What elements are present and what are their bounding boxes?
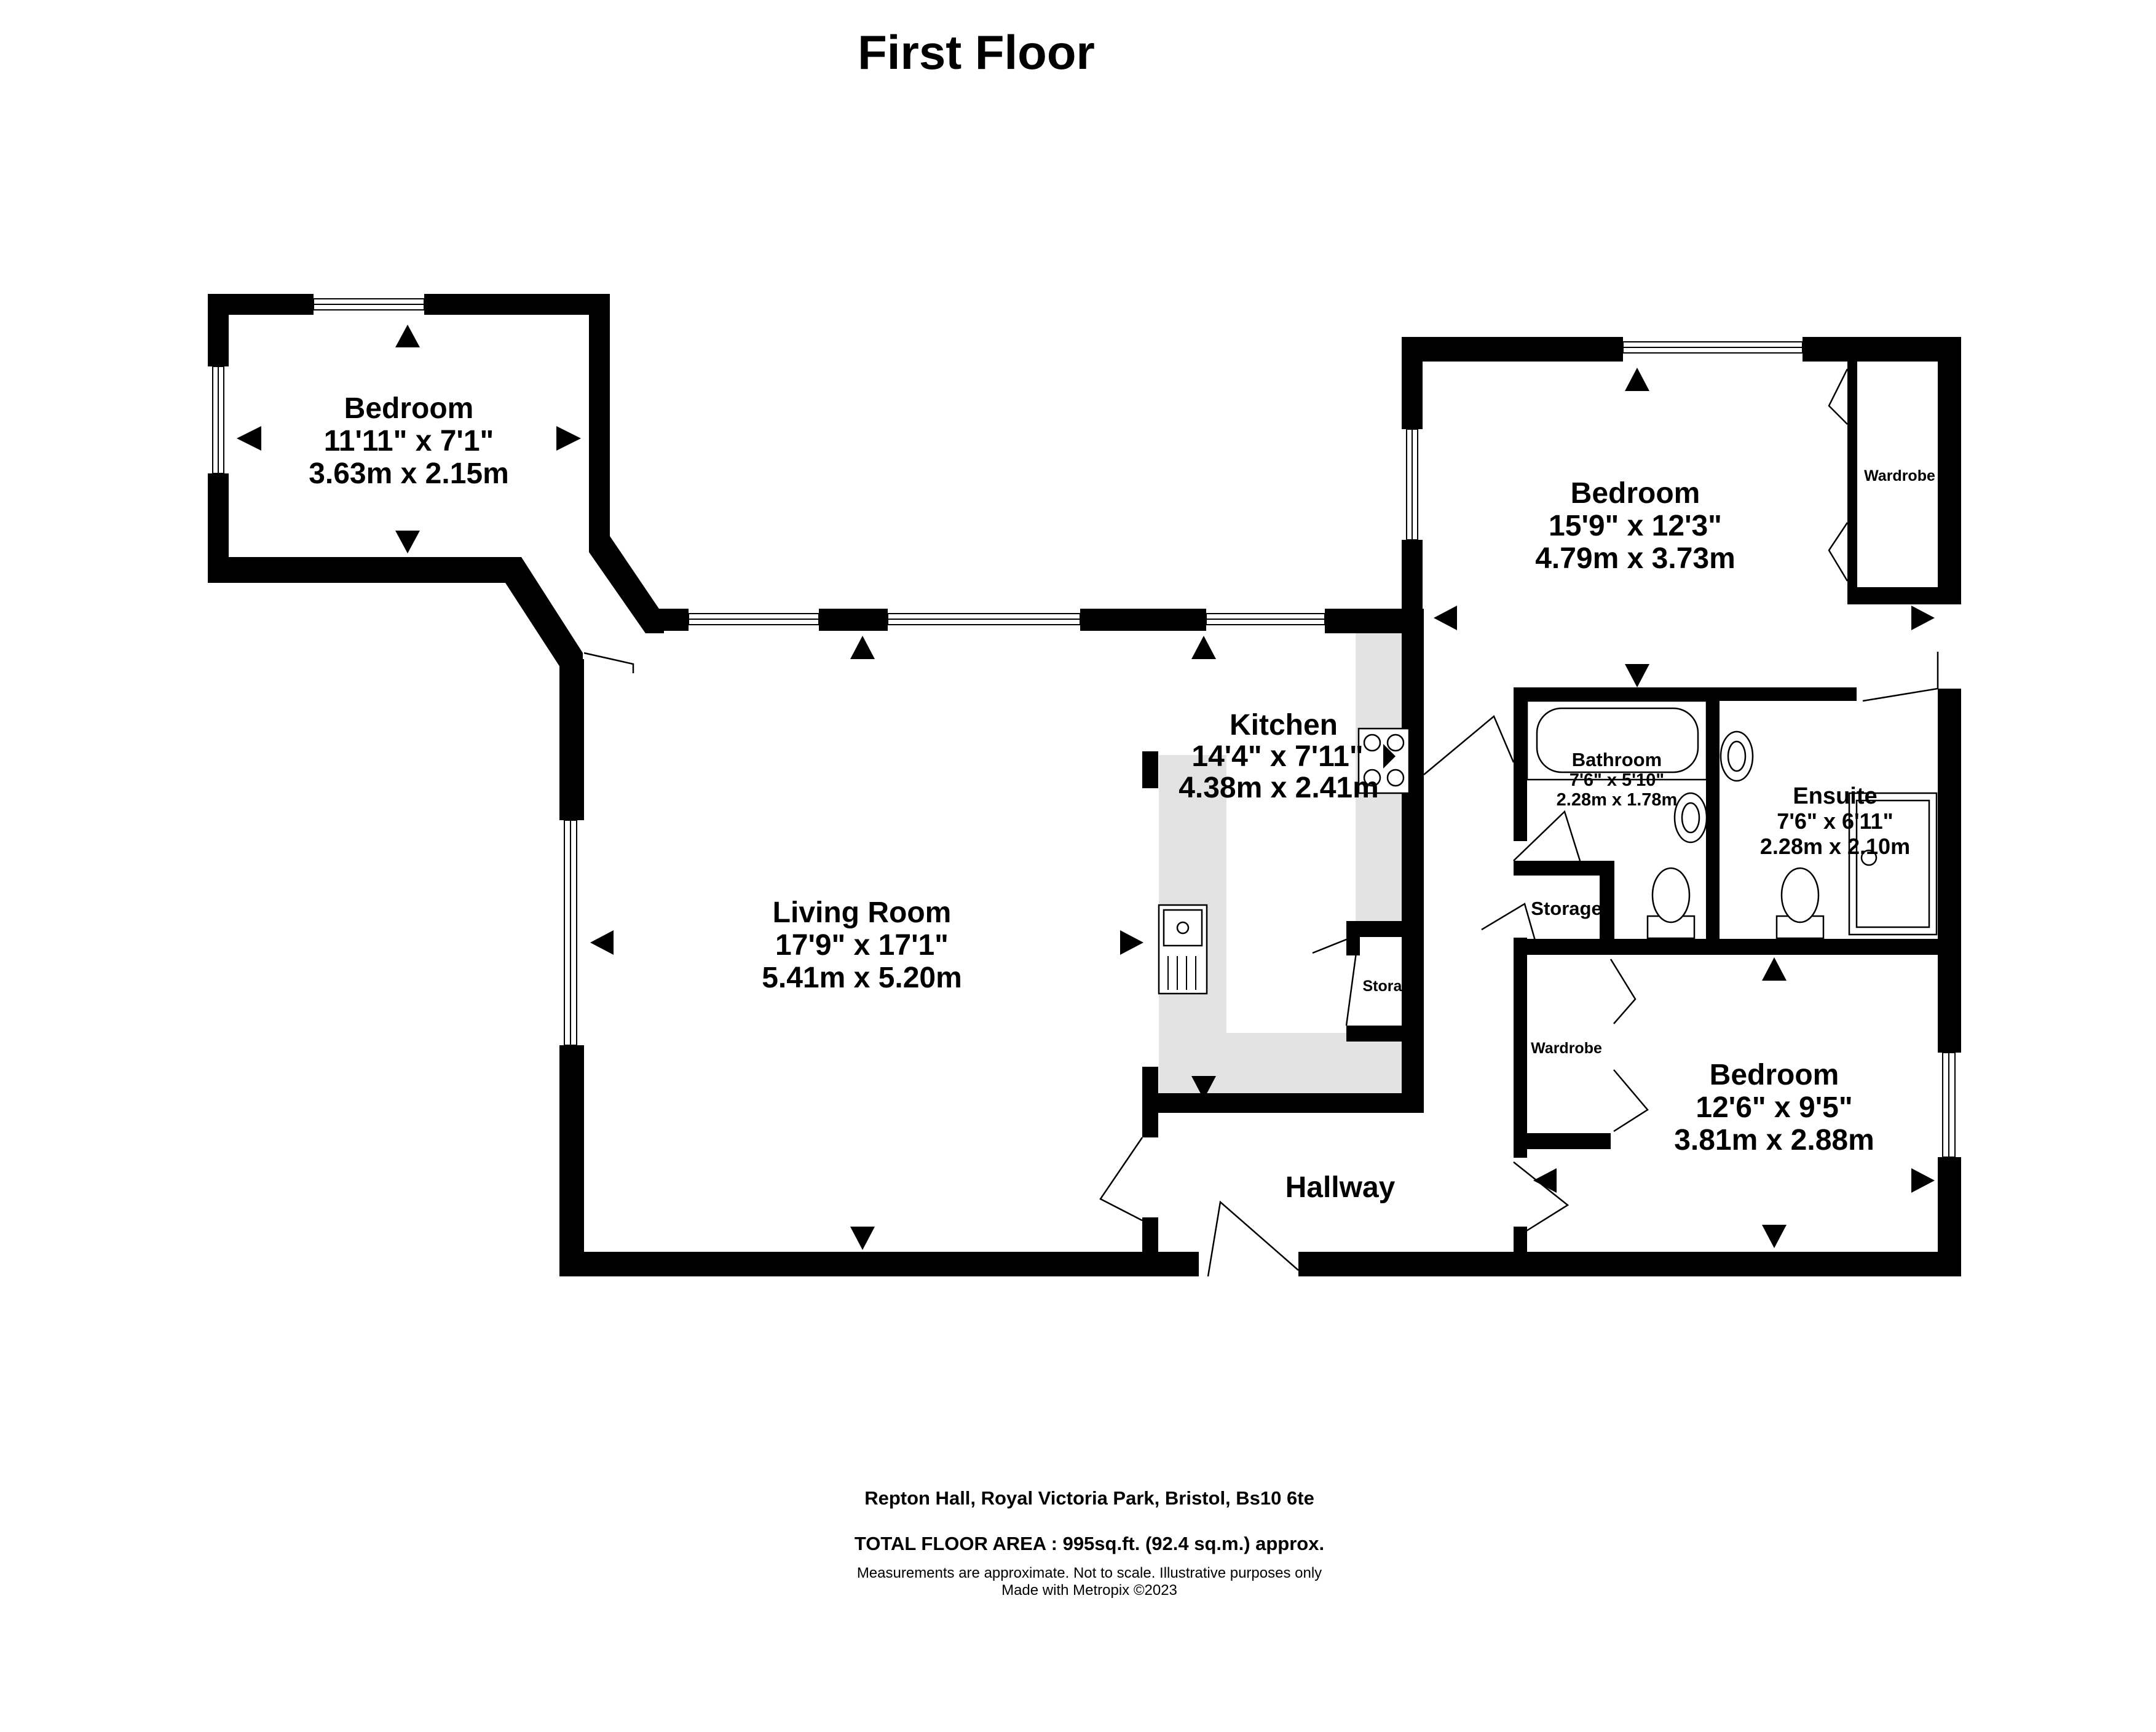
footer-address: Repton Hall, Royal Victoria Park, Bristo…: [864, 1487, 1314, 1509]
footer-credit: Made with Metropix ©2023: [1001, 1582, 1177, 1599]
wardrobe-bedroom-2-label: Wardrobe: [1864, 467, 1935, 484]
kitchen-name: Kitchen: [1230, 709, 1338, 741]
storage-kitchen-label: Storage: [1362, 978, 1420, 995]
bedroom-2-name: Bedroom: [1571, 477, 1700, 510]
ensuite-metric: 2.28m x 2.10m: [1760, 834, 1910, 859]
bedroom-1-metric: 3.63m x 2.15m: [309, 457, 509, 490]
living-room-imperial: 17'9" x 17'1": [775, 929, 949, 962]
walls: [208, 294, 1961, 1276]
living-room-metric: 5.41m x 5.20m: [762, 962, 962, 994]
window-living-2: [887, 613, 1081, 625]
toilet-bathroom: [1646, 867, 1696, 939]
living-room-name: Living Room: [773, 896, 952, 929]
bedroom-2-imperial: 15'9" x 12'3": [1549, 510, 1722, 542]
window-bed2-left: [1406, 429, 1418, 540]
room-bathroom: Bathroom 7'6" x 5'10" 2.28m x 1.78m: [1557, 749, 1678, 810]
wardrobe-bedroom-3-label: Wardrobe: [1531, 1040, 1602, 1057]
room-living-room: Living Room 17'9" x 17'1" 5.41m x 5.20m: [762, 896, 962, 994]
bathroom-imperial: 7'6" x 5'10": [1570, 770, 1664, 790]
sink: [1158, 904, 1208, 995]
window-bed2-top: [1622, 341, 1803, 354]
bedroom-1-name: Bedroom: [344, 392, 474, 425]
window-living-left: [564, 820, 577, 1046]
floor-title: First Floor: [858, 25, 1095, 79]
bathtub: [1526, 700, 1708, 781]
dimension-arrows: [237, 325, 1935, 1250]
basin-ensuite: [1720, 730, 1754, 782]
footer: Repton Hall, Royal Victoria Park, Bristo…: [855, 1487, 1324, 1599]
room-bedroom-3: Bedroom 12'6" x 9'5" 3.81m x 2.88m: [1674, 1059, 1874, 1157]
bedroom-3-name: Bedroom: [1710, 1059, 1839, 1091]
window-living-1: [688, 613, 819, 625]
doors: [583, 368, 1939, 1277]
bedroom-2-metric: 4.79m x 3.73m: [1535, 542, 1735, 575]
room-ensuite: Ensuite 7'6" x 6'11" 2.28m x 2.10m: [1760, 783, 1910, 859]
footer-disclaimer: Measurements are approximate. Not to sca…: [857, 1565, 1322, 1581]
bathroom-name: Bathroom: [1572, 749, 1662, 770]
ensuite-name: Ensuite: [1793, 783, 1877, 809]
storage-hall-label: Storage: [1531, 898, 1601, 919]
toilet-ensuite: [1775, 867, 1825, 939]
windows: [212, 298, 1956, 1158]
kitchen-metric: 4.38m x 2.41m: [1179, 772, 1379, 804]
bedroom-3-imperial: 12'6" x 9'5": [1696, 1091, 1852, 1124]
room-hallway: Hallway: [1285, 1171, 1396, 1204]
window-bed1-top: [313, 298, 425, 310]
hallway-name: Hallway: [1285, 1171, 1396, 1204]
window-bed1-left: [212, 366, 224, 474]
bedroom-1-imperial: 11'11" x 7'1": [324, 425, 494, 457]
bathroom-metric: 2.28m x 1.78m: [1557, 790, 1678, 810]
room-kitchen: Kitchen 14'4" x 7'11" 4.38m x 2.41m: [1179, 709, 1379, 804]
room-bedroom-1: Bedroom 11'11" x 7'1" 3.63m x 2.15m: [309, 392, 509, 490]
window-bed3-right: [1942, 1052, 1956, 1158]
fixtures: [1158, 700, 1938, 995]
basin-bathroom: [1673, 792, 1708, 844]
bedroom-3-metric: 3.81m x 2.88m: [1674, 1124, 1874, 1157]
kitchen-imperial: 14'4" x 7'11": [1191, 740, 1363, 773]
room-bedroom-2: Bedroom 15'9" x 12'3" 4.79m x 3.73m: [1535, 477, 1735, 575]
footer-total-area: TOTAL FLOOR AREA : 995sq.ft. (92.4 sq.m.…: [855, 1533, 1324, 1554]
shower: [1848, 792, 1938, 936]
ensuite-imperial: 7'6" x 6'11": [1777, 809, 1893, 834]
window-kitchen: [1206, 613, 1325, 625]
